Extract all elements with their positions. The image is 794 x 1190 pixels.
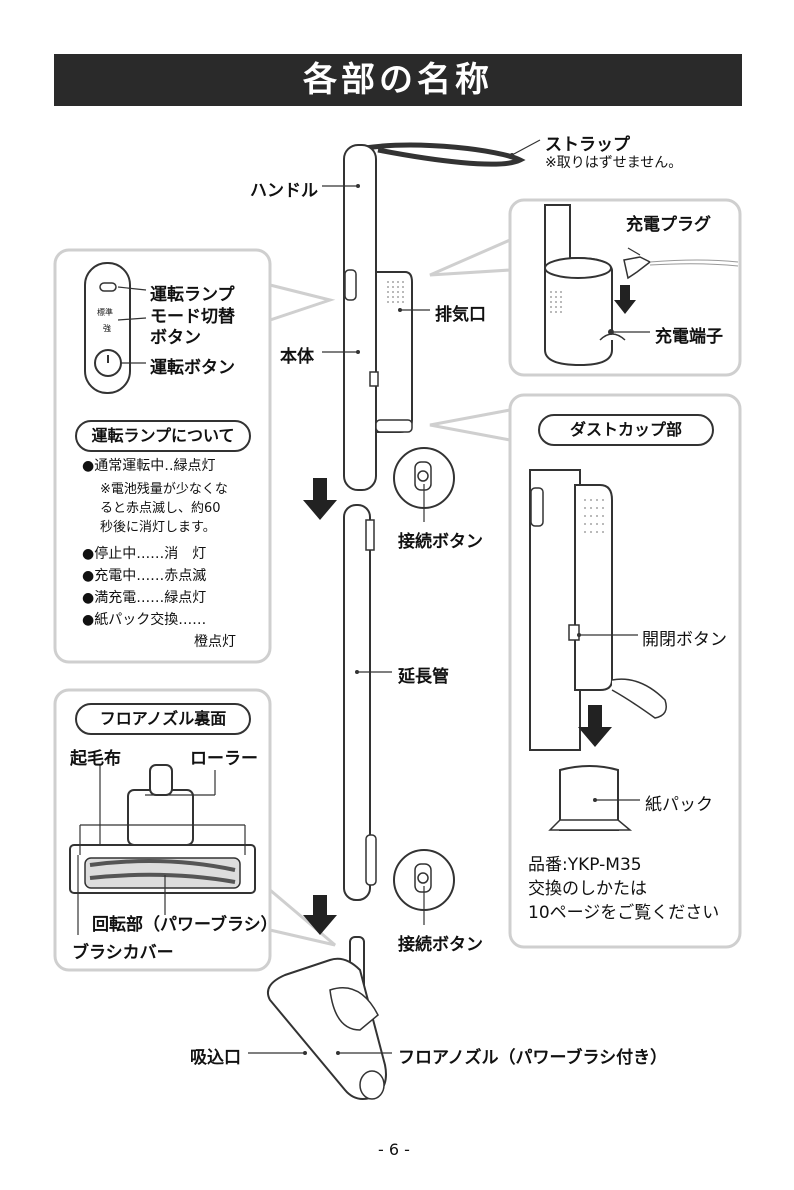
intake-label: 吸込口: [190, 1048, 241, 1068]
replace-line-2: 10ページをご覧ください: [528, 903, 720, 923]
exhaust-label: 排気口: [435, 305, 486, 325]
lamp-stop: ●停止中‥‥‥消 灯: [82, 546, 207, 562]
part-number: 品番:YKP-M35: [528, 855, 642, 875]
page-number: - 6 -: [378, 1140, 410, 1159]
lamp-normal: ●通常運転中‥緑点灯: [82, 458, 216, 474]
lamp-bag-replace: ●紙パック交換‥‥‥: [82, 612, 207, 628]
strap-label: ストラップ: [545, 135, 630, 155]
charge-terminal-label: 充電端子: [655, 327, 723, 347]
run-lamp-label: 運転ランプ: [150, 285, 235, 305]
run-button-label: 運転ボタン: [150, 358, 235, 378]
open-button-label: 開閉ボタン: [642, 630, 727, 650]
lamp-section-heading: 運転ランプについて: [75, 420, 251, 452]
extension-pipe-label: 延長管: [398, 667, 449, 687]
handle-label: ハンドル: [250, 181, 318, 201]
paper-pack-label: 紙パック: [645, 795, 713, 815]
raised-cloth-label: 起毛布: [70, 749, 121, 769]
connect-button-label-1: 接続ボタン: [398, 532, 483, 552]
page-title: 各部の名称: [54, 54, 742, 106]
strap-note: ※取りはずせません。: [545, 155, 683, 171]
charge-plug-label: 充電プラグ: [626, 215, 711, 235]
mode-switch-label: モード切替 ボタン: [150, 307, 235, 348]
mode-standard-text: 標準: [97, 308, 113, 317]
mode-strong-text: 強: [103, 324, 111, 333]
nozzle-back-heading: フロアノズル裏面: [75, 703, 251, 735]
lamp-bag-replace-state: 橙点灯: [194, 634, 236, 650]
body-label: 本体: [280, 347, 314, 367]
lamp-battery-note: ※電池残量が少なくな ると赤点滅し、約60 秒後に消灯します。: [100, 482, 228, 535]
dust-cup-heading: ダストカップ部: [538, 414, 714, 446]
floor-nozzle-label: フロアノズル（パワーブラシ付き）: [398, 1048, 668, 1068]
lamp-charging: ●充電中‥‥‥赤点滅: [82, 568, 207, 584]
brush-cover-label: ブラシカバー: [72, 943, 174, 963]
lamp-full: ●満充電‥‥‥緑点灯: [82, 590, 207, 606]
roller-label: ローラー: [190, 749, 258, 769]
replace-line-1: 交換のしかたは: [528, 879, 647, 899]
connect-button-label-2: 接続ボタン: [398, 935, 483, 955]
rotor-label: 回転部（パワーブラシ）: [92, 915, 278, 935]
